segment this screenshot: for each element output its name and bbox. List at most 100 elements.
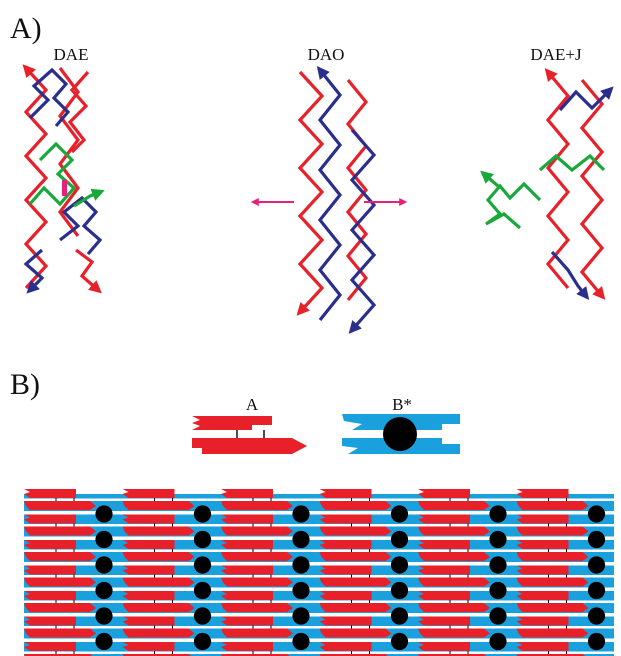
- lattice-tile-a: [122, 603, 195, 612]
- lattice-hairpin-dot: [489, 581, 507, 600]
- lattice-tile-a: [418, 616, 470, 626]
- lattice-tile-a: [418, 591, 470, 600]
- daej-green-strand: [538, 153, 606, 173]
- lattice-tile-a: [24, 616, 76, 626]
- lattice-hairpin-dot: [193, 505, 212, 523]
- dao-blue-strand-right: [348, 128, 377, 334]
- lattice-tile-a: [24, 577, 96, 587]
- lattice-hairpin-dot: [95, 607, 113, 625]
- daej-red-strand-right: [579, 78, 606, 300]
- dae-red-strand-top: [67, 70, 90, 154]
- lattice-hairpin-dot: [193, 556, 212, 574]
- lattice-tile-a: [24, 514, 76, 524]
- lattice-hairpin-dot: [390, 581, 409, 600]
- lattice-tile-a: [221, 628, 293, 638]
- dae-blue-strand-top: [28, 67, 71, 128]
- lattice-hairpin-dot: [292, 607, 310, 625]
- lattice-hairpin-dot: [193, 607, 212, 625]
- lattice-tile-a: [221, 642, 273, 651]
- lattice-tile-a: [319, 514, 372, 524]
- lattice-hairpin-dot: [95, 505, 113, 523]
- lattice-tile-a: [221, 565, 273, 575]
- lattice-row-gap: [24, 587, 614, 591]
- lattice-hairpin-dot: [489, 530, 507, 549]
- lattice-tile-a: [516, 577, 589, 587]
- panel-b-label: B): [10, 368, 40, 401]
- lattice-tile-a: [319, 526, 392, 536]
- lattice-tile-a: [516, 514, 569, 524]
- lattice-tile-a: [221, 540, 273, 549]
- lattice-tile-a: [24, 628, 96, 638]
- lattice-helix-gap: [24, 575, 614, 578]
- lattice-tile-a: [122, 552, 195, 561]
- daej-blue-strand-bottom: [550, 250, 590, 300]
- lattice-tile-a: [319, 565, 372, 575]
- lattice-row-gap: [24, 485, 614, 489]
- lattice-tile-a: [418, 628, 490, 638]
- lattice-tile-a: [516, 501, 589, 510]
- lattice-tile-a: [516, 616, 569, 626]
- lattice-row-gap: [24, 638, 614, 642]
- lattice-tile-a: [221, 616, 273, 626]
- daej-green-junction: [485, 181, 542, 230]
- lattice-row-gap: [24, 511, 614, 515]
- dao-red-strand-left: [296, 70, 325, 316]
- lattice-tile-a: [221, 514, 273, 524]
- lattice-tile-a: [122, 628, 195, 638]
- panel-a-label: A): [10, 12, 42, 45]
- lattice-tile-a: [516, 628, 589, 638]
- dae-molecule: [22, 64, 105, 294]
- lattice-row-gap: [24, 613, 614, 617]
- lattice-tile-a: [122, 489, 175, 498]
- lattice-helix-gap: [24, 498, 614, 501]
- lattice-hairpin-dot: [390, 556, 409, 574]
- dae-label: DAE: [53, 45, 89, 64]
- lattice-tile-a: [221, 489, 273, 498]
- lattice-hairpin-dot: [95, 632, 113, 651]
- dao-molecule: [250, 66, 408, 334]
- lattice-hairpin-dot: [292, 556, 310, 574]
- lattice-hairpin-dot: [489, 632, 507, 651]
- dae-green-strand-tail: [73, 188, 105, 208]
- lattice-tile-a: [418, 540, 470, 549]
- lattice-helix-gap: [24, 600, 614, 603]
- lattice-tile-a: [319, 603, 392, 612]
- lattice-hairpin-dot: [95, 581, 113, 600]
- lattice-hairpin-dot: [193, 530, 212, 549]
- dae-j-label: DAE+J: [530, 45, 582, 64]
- daej-green-tail: [480, 170, 500, 188]
- lattice-tile-a: [24, 540, 76, 549]
- lattice-tile-a: [24, 552, 96, 561]
- tile-lattice: [24, 485, 614, 656]
- lattice-tile-a: [319, 540, 372, 549]
- lattice-tile-a: [516, 552, 589, 561]
- lattice-tile-a: [24, 501, 96, 510]
- lattice-hairpin-dot: [390, 632, 409, 651]
- lattice-hairpin-dot: [587, 607, 606, 625]
- lattice-hairpin-dot: [587, 505, 606, 523]
- lattice-tile-a: [418, 577, 490, 587]
- lattice-hairpin-dot: [390, 530, 409, 549]
- lattice-hairpin-dot: [390, 505, 409, 523]
- lattice-tile-a: [221, 603, 293, 612]
- lattice-tile-a: [418, 514, 470, 524]
- dae-j-molecule: [480, 68, 614, 300]
- lattice-hairpin-dot: [390, 607, 409, 625]
- lattice-hairpin-dot: [587, 556, 606, 574]
- dae-blue-strand-bottom-left: [23, 248, 45, 294]
- lattice-tile-a: [24, 489, 76, 498]
- lattice-row-gap: [24, 536, 614, 540]
- lattice-tile-a: [418, 552, 490, 561]
- lattice-tile-a: [418, 526, 490, 536]
- lattice-hairpin-dot: [489, 607, 507, 625]
- tile-a-glyph: [192, 416, 307, 454]
- lattice-hairpin-dot: [193, 581, 212, 600]
- lattice-tile-a: [122, 577, 195, 587]
- lattice-tile-a: [122, 540, 175, 549]
- lattice-row-gap: [24, 562, 614, 566]
- lattice-tile-a: [221, 591, 273, 600]
- lattice-helix-gap: [24, 651, 614, 654]
- lattice-tile-a: [516, 540, 569, 549]
- tile-b-label: B*: [392, 395, 412, 414]
